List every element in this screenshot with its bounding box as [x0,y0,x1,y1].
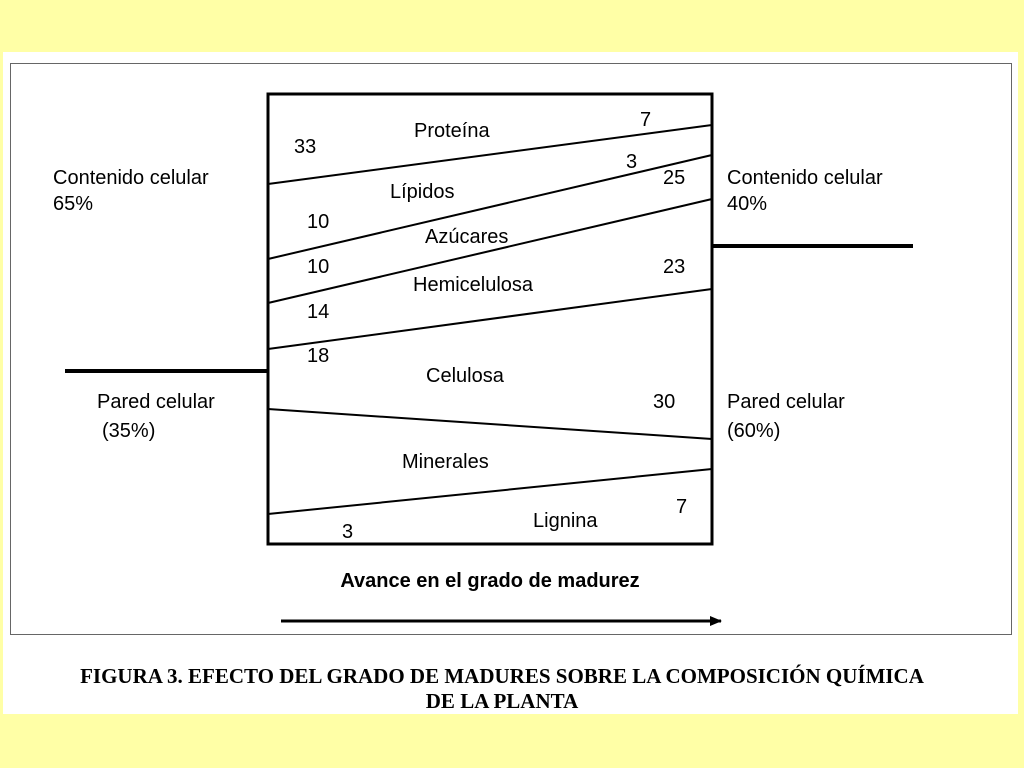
label-hemicelulosa: Hemicelulosa [413,274,534,296]
figure-caption: FIGURA 3. EFECTO DEL GRADO DE MADURES SO… [0,664,1004,714]
value-lipidos-end: 3 [626,151,637,173]
value-lignina-end: 7 [676,496,687,518]
value-lignina-start: 3 [342,521,353,543]
divider-hemicelulosa-celulosa [267,288,713,350]
right-pared-value: (60%) [727,420,780,442]
left-pared-value: (35%) [102,420,155,442]
maturity-arrow-label: Avance en el grado de madurez [340,570,639,592]
right-pared-label: Pared celular [727,391,845,413]
right-contenido-label: Contenido celular [727,167,883,189]
divider-proteina-lipidos [267,124,713,185]
left-contenido-value: 65% [53,193,93,215]
divider-lipidos-azucares [267,154,713,260]
caption-line-1: FIGURA 3. EFECTO DEL GRADO DE MADURES SO… [80,664,924,688]
divider-minerales-lignina [267,468,713,515]
value-proteina-end: 7 [640,109,651,131]
composition-box [266,92,714,546]
value-azucares-end: 25 [663,167,685,189]
label-celulosa: Celulosa [426,365,505,387]
value-hemicelulosa-end: 23 [663,256,685,278]
value-lipidos-start: 10 [307,211,329,233]
label-azucares: Azúcares [425,226,508,248]
left-pared-label: Pared celular [97,391,215,413]
value-celulosa-start: 18 [307,345,329,367]
value-hemicelulosa-start: 14 [307,301,329,323]
label-proteina: Proteína [414,120,490,142]
figure-panel [3,52,1018,714]
left-contenido-label: Contenido celular [53,167,209,189]
divider-celulosa-minerales [267,408,713,440]
divider-azucares-hemicelulosa [267,198,713,304]
label-lipidos: Lípidos [390,181,455,203]
value-celulosa-end: 30 [653,391,675,413]
caption-line-2: DE LA PLANTA [425,689,579,713]
label-lignina: Lignina [533,510,598,532]
figure-frame [10,63,1012,635]
right-contenido-value: 40% [727,193,767,215]
value-proteina-start: 33 [294,136,316,158]
label-minerales: Minerales [402,451,489,473]
value-azucares-start: 10 [307,256,329,278]
